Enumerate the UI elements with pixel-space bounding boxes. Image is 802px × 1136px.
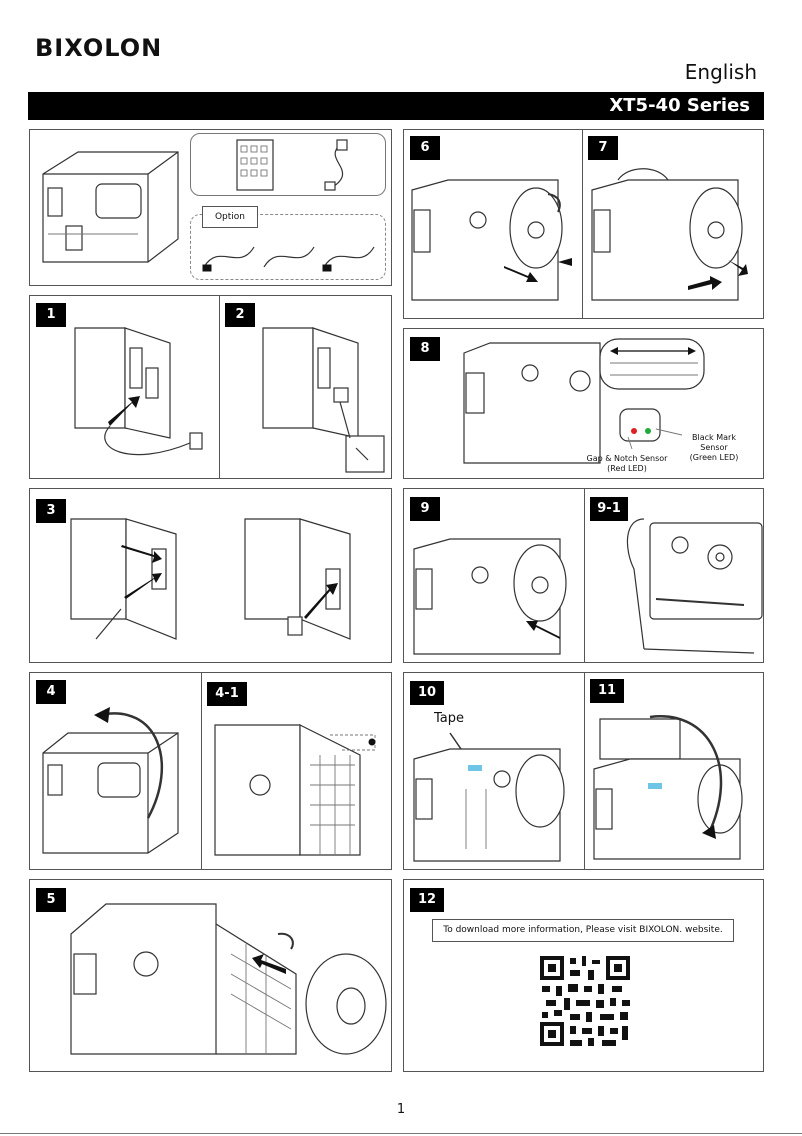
media-tape-illustration (413, 732, 565, 862)
panel-step-10-11: 10 11 Tape (403, 672, 764, 870)
black-mark-sensor-label: Black Mark Sensor (Green LED) (689, 433, 739, 462)
opened-printer-illustration (214, 724, 376, 856)
panel-step-9: 9 9-1 (403, 488, 764, 663)
panel-step-3: 3 (29, 488, 392, 663)
step-badge-2: 2 (225, 303, 255, 327)
step-badge-3: 3 (36, 499, 66, 523)
load-media-roll-illustration (70, 903, 387, 1055)
panel-divider (584, 489, 585, 662)
step-badge-7: 7 (588, 136, 618, 160)
panel-divider (201, 673, 202, 869)
option-cables-icon (202, 246, 375, 272)
panel-divider (584, 673, 585, 869)
tape-label: Tape (434, 711, 465, 726)
series-title: XT5-40 Series (609, 95, 750, 116)
open-cover-illustration (42, 707, 179, 854)
step-badge-12: 12 (410, 888, 444, 912)
step-badge-4: 4 (36, 680, 66, 704)
quick-guide-icon (236, 139, 274, 191)
step-badge-9: 9 (410, 497, 440, 521)
page-number: 1 (396, 1102, 406, 1117)
panel-box-contents: Option (29, 129, 392, 286)
panel-step-8: 8 Black Mark Sensor (Green LED) Gap & No… (403, 328, 764, 479)
media-threading-illustration (413, 538, 567, 655)
media-path-detail-illustration (626, 518, 763, 654)
download-notice: To download more information, Please vis… (432, 919, 734, 942)
printer-rear-power-illustration (74, 327, 203, 456)
brand-logo: BIXOLON (35, 34, 163, 62)
ribbon-load-illustration (411, 179, 572, 301)
step-badge-10: 10 (410, 681, 444, 705)
step-badge-4-1: 4-1 (207, 682, 247, 706)
step-badge-6: 6 (410, 136, 440, 160)
printer-illustration (42, 151, 179, 263)
step-badge-9-1: 9-1 (590, 497, 628, 521)
qr-code-icon[interactable] (540, 956, 630, 1046)
gap-notch-sensor-label: Gap & Notch Sensor (Red LED) (586, 454, 668, 473)
panel-step-5: 5 (29, 879, 392, 1072)
panel-step-1-2: 1 2 (29, 295, 392, 479)
step-badge-5: 5 (36, 888, 66, 912)
panel-step-6-7: 6 7 (403, 129, 764, 319)
language-label: English (684, 60, 757, 84)
step-badge-11: 11 (590, 679, 624, 703)
panel-divider (219, 296, 220, 478)
option-label: Option (202, 206, 258, 228)
printer-power-switch-illustration (262, 327, 385, 473)
printer-interface-cable-illustration (70, 518, 177, 640)
step-badge-1: 1 (36, 303, 66, 327)
option-box: Option (190, 206, 386, 280)
media-sensor-illustration (463, 338, 705, 464)
panel-divider (582, 130, 583, 318)
footer-rule (0, 1133, 802, 1134)
series-title-bar: XT5-40 Series (28, 92, 764, 120)
accessories-box (190, 133, 386, 196)
close-cover-illustration (593, 715, 743, 860)
panel-step-4: 4 4-1 (29, 672, 392, 870)
ribbon-install-illustration (591, 168, 748, 301)
power-cord-icon (324, 139, 348, 191)
printer-usb-cable-illustration (244, 518, 351, 640)
step-badge-8: 8 (410, 337, 440, 361)
